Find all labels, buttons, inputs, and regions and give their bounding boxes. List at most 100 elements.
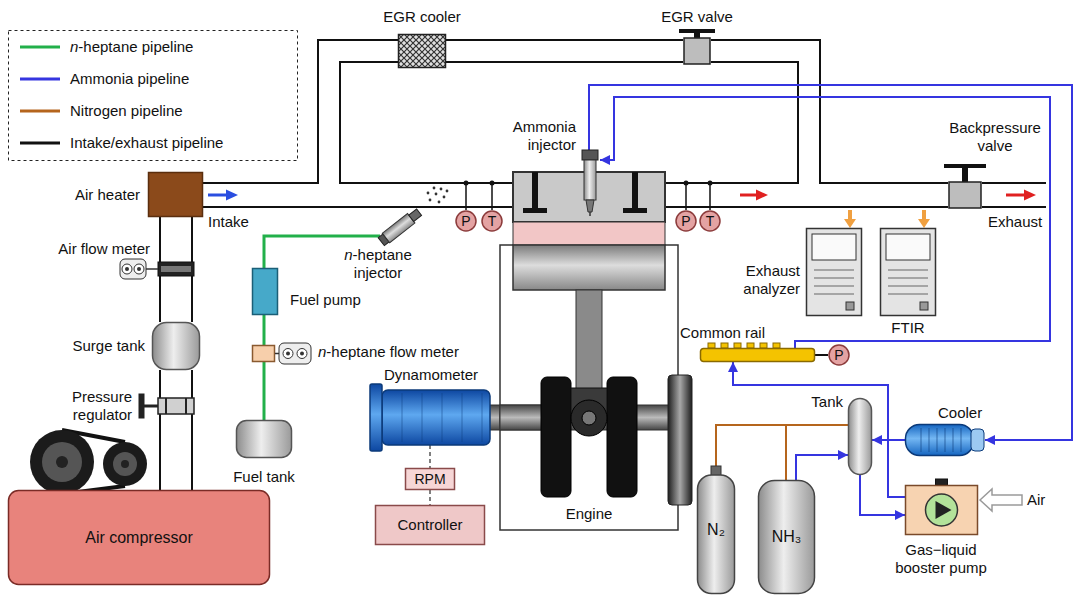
node-text: Controller <box>397 516 462 534</box>
figure-part <box>422 393 423 442</box>
figure-part <box>121 460 129 468</box>
figure-part <box>500 245 678 530</box>
figure-part <box>929 428 930 452</box>
pipe-bore <box>329 51 398 195</box>
figure-part <box>158 262 194 276</box>
sensor-circle: T <box>699 210 721 232</box>
figure-part <box>139 394 144 418</box>
figure-part <box>153 323 200 370</box>
legend-text: Ammonia pipeline <box>70 70 189 88</box>
legend-line-stroke <box>20 142 60 145</box>
figure-part <box>442 393 443 442</box>
figure-part <box>464 181 469 186</box>
figure-part <box>438 201 441 204</box>
cooler-box: EGR cooler <box>398 34 446 68</box>
node-text: N₂ <box>707 521 725 539</box>
node-text: T <box>706 212 715 230</box>
injector-symbol-shape <box>580 150 600 216</box>
figure-part <box>237 421 292 458</box>
process-box: Controller <box>375 505 485 545</box>
italic-letter: n <box>318 343 326 360</box>
node-label: EGR cooler <box>383 8 461 26</box>
tank-symbol: Tank <box>848 398 872 475</box>
figure-part <box>849 399 872 475</box>
pipe-bore <box>161 370 191 398</box>
figure-part <box>676 211 696 231</box>
legend-text: Nitrogen pipeline <box>70 102 183 120</box>
figure-part <box>944 164 986 168</box>
figure-part <box>370 384 382 451</box>
pipeline-connector <box>429 490 431 505</box>
figure-part <box>881 229 936 316</box>
meter-symbol-shape <box>252 345 275 362</box>
figure-part <box>807 229 862 316</box>
figure-part <box>541 377 571 497</box>
pipe-bore <box>161 276 191 322</box>
figure-part <box>906 486 978 535</box>
node-text: P <box>834 346 843 364</box>
figure-part <box>158 398 194 414</box>
node-text: NH₃ <box>772 528 802 546</box>
node-label: Air flow meter <box>58 240 150 258</box>
figure-part <box>56 456 68 468</box>
pipeline-connector <box>860 475 905 515</box>
figure-part <box>382 214 415 243</box>
pipeline-connector <box>159 276 193 322</box>
sample-arrow <box>918 210 930 228</box>
figure-part <box>886 234 930 260</box>
node-text: P <box>461 212 470 230</box>
air-inlet-arrow <box>980 489 1022 511</box>
tank-symbol-shape <box>152 322 200 370</box>
injector-symbol: Ammonia injector <box>580 150 600 216</box>
figure-part <box>435 193 438 196</box>
figure-part <box>253 346 275 362</box>
figure-part <box>490 181 495 186</box>
legend-text: Intake/exhaust pipeline <box>70 134 223 152</box>
figure-part <box>888 286 928 287</box>
figure-part <box>623 208 647 213</box>
figure-part <box>297 349 307 359</box>
cooler-box-shape <box>398 34 446 68</box>
figure-part <box>462 393 463 442</box>
valve-symbol-shape <box>948 164 982 208</box>
figure-part <box>961 428 962 452</box>
figure-part <box>812 234 856 260</box>
figure-part <box>165 398 167 414</box>
pipe-wall <box>711 51 809 195</box>
cooler-figure-shape <box>905 424 985 456</box>
figure-part <box>122 264 132 274</box>
figure-part <box>513 172 665 222</box>
node-label: Engine <box>566 505 613 523</box>
figure-part <box>446 190 449 193</box>
figure-part <box>936 479 948 485</box>
sensor-circle: P <box>828 344 850 366</box>
figure-part <box>888 294 928 295</box>
figure-part <box>949 182 981 208</box>
figure-part <box>921 428 922 452</box>
figure-part <box>1006 194 1025 197</box>
legend-text: n-heptane pipeline <box>70 38 193 56</box>
figure-part <box>684 181 689 186</box>
analyzer-cabinet-shape <box>880 228 936 316</box>
figure-part <box>888 278 928 279</box>
figure-part <box>582 411 596 425</box>
meter-symbol: Air flow meter <box>158 262 194 276</box>
intake-flow-arrow <box>208 190 238 201</box>
valve-symbol: Backpressure valve <box>948 164 982 208</box>
cooler-figure: Cooler <box>905 424 985 456</box>
exhaust-flow-arrow <box>1006 190 1036 201</box>
node-label: Fuel tank <box>233 468 295 486</box>
tank-symbol-shape <box>236 420 292 458</box>
figure-part <box>945 428 946 452</box>
pipeline-connector <box>446 39 683 63</box>
gas-cylinder: N₂ <box>697 466 735 594</box>
node-label: Tank <box>811 393 843 411</box>
common-rail-shape <box>700 348 815 362</box>
figure-part <box>275 353 279 355</box>
heater-box-shape <box>148 172 203 217</box>
node-text: P <box>681 212 690 230</box>
pipeline-lines <box>264 85 1072 515</box>
figure-part <box>409 209 422 221</box>
meter-symbol: n-heptane flow meter <box>252 345 275 362</box>
pipe-bore <box>161 414 191 490</box>
